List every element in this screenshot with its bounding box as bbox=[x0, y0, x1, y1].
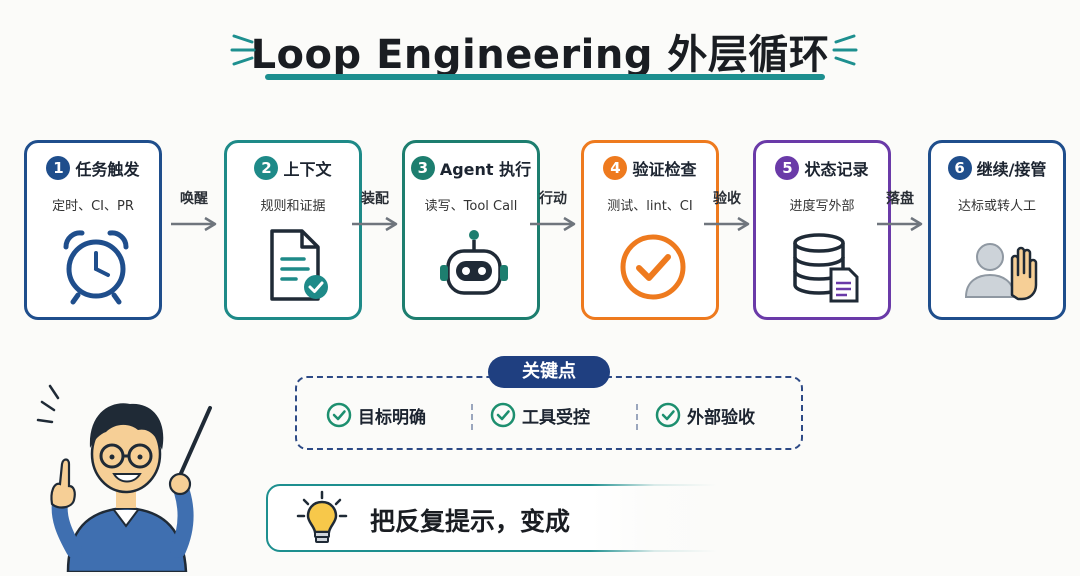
arrow-right-icon bbox=[530, 216, 576, 232]
key-point-item: 工具受控 bbox=[490, 402, 590, 432]
step-number: 4 bbox=[603, 156, 628, 180]
step-number: 5 bbox=[775, 156, 800, 180]
arrow-right-icon bbox=[704, 216, 750, 232]
step-title: Agent 执行 bbox=[439, 160, 532, 179]
connector-wake: 唤醒 bbox=[164, 188, 224, 232]
key-point-divider bbox=[636, 404, 638, 430]
key-point-label: 目标明确 bbox=[358, 407, 426, 428]
teacher-illustration bbox=[36, 384, 212, 572]
takeaway-text: 把反复提示，变成 bbox=[370, 507, 571, 536]
connector-accept: 验收 bbox=[697, 188, 757, 232]
step-title: 验证检查 bbox=[632, 160, 697, 179]
database-file-icon bbox=[793, 233, 859, 303]
step-desc: 测试、lint、CI bbox=[607, 199, 693, 214]
robot-icon bbox=[440, 230, 508, 295]
lightbulb-icon bbox=[296, 490, 348, 543]
step-title: 上下文 bbox=[283, 160, 332, 179]
check-circle-icon bbox=[620, 234, 686, 300]
connector-label: 验收 bbox=[713, 191, 741, 207]
document-check-icon bbox=[270, 229, 328, 301]
key-point-item: 目标明确 bbox=[326, 402, 426, 432]
connector-persist: 落盘 bbox=[870, 188, 930, 232]
connector-label: 装配 bbox=[361, 191, 389, 207]
step-desc: 读写、Tool Call bbox=[424, 199, 518, 214]
step-title: 任务触发 bbox=[75, 160, 140, 179]
arrow-right-icon bbox=[877, 216, 923, 232]
page-title: Loop Engineering 外层循环 bbox=[250, 32, 830, 78]
step-number: 6 bbox=[947, 156, 972, 180]
step-desc: 达标或转人工 bbox=[957, 199, 1036, 214]
step-title: 继续/接管 bbox=[976, 160, 1047, 179]
step-desc: 定时、CI、PR bbox=[52, 199, 134, 214]
step-number: 3 bbox=[410, 156, 435, 180]
check-circle-icon bbox=[326, 402, 352, 428]
check-circle-icon bbox=[490, 402, 516, 428]
key-point-label: 外部验收 bbox=[687, 407, 755, 428]
arrow-right-icon bbox=[171, 216, 217, 232]
step-number: 2 bbox=[254, 156, 279, 180]
right-sparkle-icon bbox=[832, 34, 858, 66]
connector-label: 唤醒 bbox=[180, 191, 208, 207]
step-number: 1 bbox=[46, 156, 71, 180]
connector-act: 行动 bbox=[523, 188, 583, 232]
left-sparkle-icon bbox=[230, 34, 256, 66]
key-point-item: 外部验收 bbox=[655, 402, 755, 432]
key-point-divider bbox=[471, 404, 473, 430]
connector-label: 行动 bbox=[539, 191, 567, 207]
key-point-label: 工具受控 bbox=[522, 407, 590, 428]
connector-assemble: 装配 bbox=[345, 188, 405, 232]
title-underline bbox=[265, 74, 825, 80]
person-hand-icon bbox=[964, 243, 1038, 301]
step-title: 状态记录 bbox=[804, 160, 869, 179]
key-points-title: 关键点 bbox=[488, 356, 610, 388]
step-desc: 进度写外部 bbox=[789, 199, 855, 214]
check-circle-icon bbox=[655, 402, 681, 428]
alarm-clock-icon bbox=[63, 230, 129, 305]
connector-label: 落盘 bbox=[886, 191, 914, 207]
faded-overlay bbox=[590, 478, 820, 560]
arrow-right-icon bbox=[352, 216, 398, 232]
step-desc: 规则和证据 bbox=[260, 199, 326, 214]
